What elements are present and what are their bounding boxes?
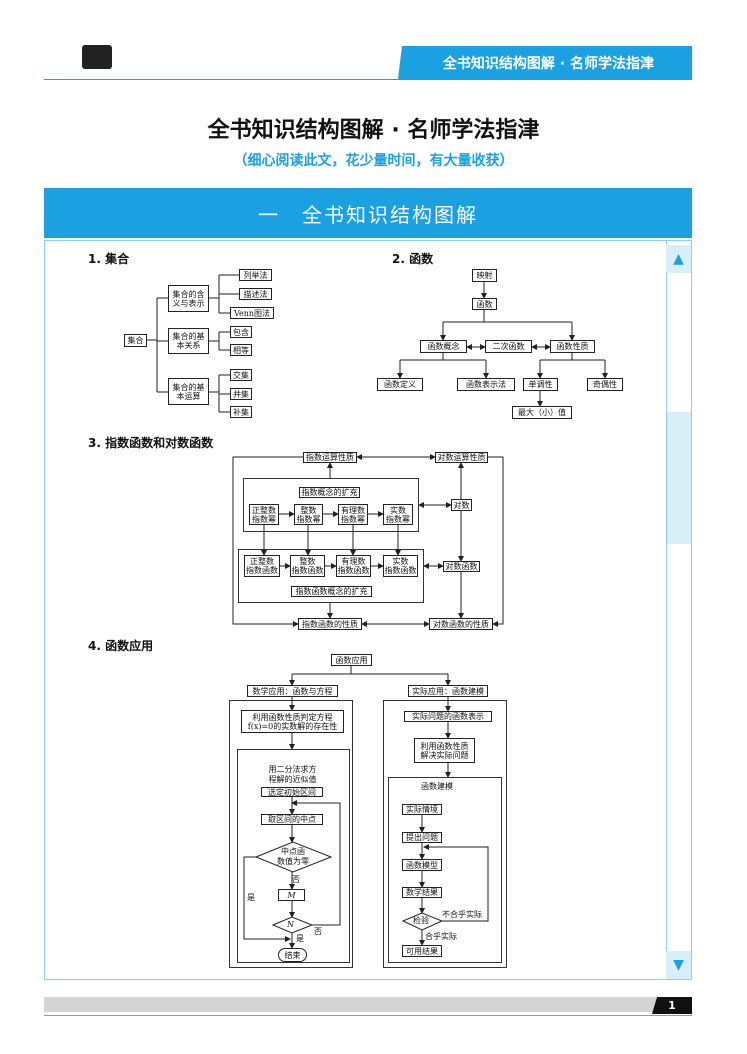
page-number: 1	[652, 997, 692, 1014]
label: 否	[314, 927, 322, 936]
node: 包含	[230, 326, 252, 338]
page-subtitle: （细心阅读此文，花少量时间，有大量收获）	[233, 153, 514, 169]
node: 对数运算性质	[435, 452, 488, 463]
section-heading: 2. 函数	[392, 252, 434, 266]
node: 单调性	[523, 378, 558, 391]
node: 相等	[230, 344, 252, 356]
scroll-up-icon[interactable]: ▲	[666, 245, 691, 273]
label: 检验	[413, 916, 429, 925]
node: 映射	[472, 269, 497, 282]
section-banner: 一 全书知识结构图解	[44, 188, 692, 238]
node: 交集	[230, 369, 252, 381]
node: 指数运算性质	[303, 452, 357, 463]
math-app-frame	[229, 700, 353, 968]
node: 有理数 指数函数	[336, 555, 371, 577]
exp-fn-frame	[238, 549, 424, 603]
scroll-down-icon[interactable]: ▼	[666, 951, 691, 979]
node: 正整数 指数幂	[249, 504, 279, 525]
node: 指数概念的扩充	[299, 487, 360, 498]
node: 对数函数	[443, 561, 480, 572]
node: 集合的含 义与表示	[168, 285, 209, 312]
node: 函数模型	[402, 859, 442, 871]
node: 选定初始区间	[261, 787, 323, 797]
label: 是	[296, 934, 304, 943]
real-app-frame	[383, 700, 507, 968]
node: Venn图法	[230, 307, 274, 319]
label: 合乎实际	[425, 932, 457, 941]
label: 中点函 数值为零	[277, 847, 309, 866]
header-tab-title: 全书知识结构图解 · 名师学法指津	[398, 46, 692, 79]
section-heading: 3. 指数函数和对数函数	[88, 436, 214, 450]
node: 函数性质	[550, 340, 595, 353]
node: 集合的基 本关系	[168, 328, 209, 354]
section-heading: 1. 集合	[88, 252, 130, 266]
label: 函数建模	[421, 782, 453, 791]
node: 二次函数	[485, 340, 532, 353]
node: 奇偶性	[587, 378, 623, 391]
node: 利用函数性质判定方程 f(x)=0的实数解的存在性	[241, 710, 344, 733]
node: 对数	[451, 499, 472, 511]
node: 对数函数的性质	[429, 618, 493, 630]
node: 实际情境	[402, 804, 442, 815]
node: 实际应用：函数建模	[408, 685, 488, 697]
node: 指数函数概念的扩充	[291, 586, 372, 597]
scrollbar-thumb[interactable]	[667, 412, 691, 544]
node: 数学结果	[402, 887, 442, 898]
node: 可用结果	[402, 945, 442, 957]
label: 否	[292, 875, 300, 884]
node: 函数应用	[331, 654, 372, 666]
node: 正整数 指数函数	[244, 555, 280, 577]
node: 实数 指数幂	[383, 504, 413, 525]
header-rule	[44, 79, 692, 80]
node: 整数 指数函数	[290, 555, 325, 577]
node: 实际问题的函数表示	[404, 711, 492, 722]
label: 不合乎实际	[442, 910, 482, 919]
node: 列举法	[239, 269, 272, 281]
content-frame	[44, 240, 692, 980]
node: 补集	[230, 406, 252, 418]
node: 取区间的中点	[261, 814, 323, 825]
node: 数学应用：函数与方程	[247, 685, 338, 697]
node: 指数函数的性质	[298, 618, 362, 630]
label: 是	[247, 893, 255, 902]
page-title: 全书知识结构图解 · 名师学法指津	[207, 118, 540, 143]
footer-rule	[44, 1015, 692, 1016]
node: 整数 指数幂	[294, 504, 323, 525]
node: 最大（小）值	[512, 406, 572, 419]
node: M	[278, 889, 305, 901]
node: 函数表示法	[457, 378, 515, 391]
label: 用二分法求方 程解的近似值	[268, 765, 317, 784]
node: 结束	[278, 948, 307, 962]
node-set: 集合	[124, 334, 147, 347]
node: 函数概念	[420, 340, 467, 353]
scrollbar[interactable]	[666, 241, 691, 979]
node: 集合的基 本运算	[168, 378, 209, 405]
footer-bar	[44, 997, 656, 1012]
node: 函数	[472, 298, 497, 310]
node: 利用函数性质 解决实际问题	[414, 738, 475, 763]
section-heading: 4. 函数应用	[88, 639, 154, 653]
publisher-logo	[82, 45, 112, 69]
node: 函数定义	[377, 378, 423, 391]
node: 并集	[230, 388, 252, 400]
node: 有理数 指数幂	[338, 504, 368, 525]
node: 提出问题	[402, 832, 442, 843]
label: N	[287, 920, 294, 929]
node: 描述法	[239, 288, 272, 300]
node: 实数 指数函数	[383, 555, 418, 577]
